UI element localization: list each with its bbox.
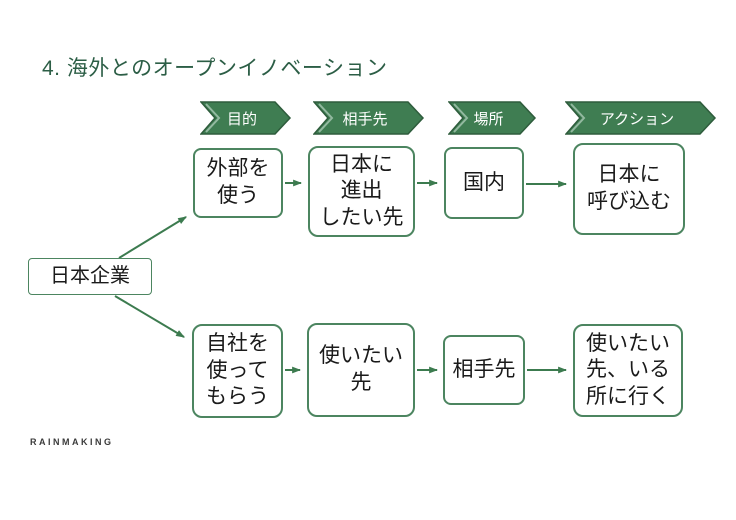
chevron-place-label: 場所 bbox=[473, 110, 504, 128]
slide-title: 4. 海外とのオープンイノベーション bbox=[42, 57, 388, 80]
chevron-partner-label: 相手先 bbox=[342, 110, 388, 128]
chevron-purpose: 目的 bbox=[200, 101, 292, 135]
chevron-action: アクション bbox=[565, 101, 717, 135]
chevron-shape-icon bbox=[200, 101, 292, 135]
chevron-place: 場所 bbox=[448, 101, 537, 135]
rainmaking-logo: RAINMAKING bbox=[30, 437, 114, 447]
box-wants-to-enter-japan: 日本に 進出 したい先 bbox=[308, 146, 415, 237]
box-domestic: 国内 bbox=[444, 147, 524, 219]
box-use-external: 外部を 使う bbox=[193, 148, 283, 218]
box-invite-to-japan: 日本に 呼び込む bbox=[573, 143, 685, 235]
box-desired-partner: 使いたい 先 bbox=[307, 323, 415, 417]
chevron-action-label: アクション bbox=[599, 110, 675, 128]
box-have-own-company-used: 自社を 使って もらう bbox=[192, 324, 283, 418]
chevron-shape-icon bbox=[448, 101, 537, 135]
chevron-shape-icon bbox=[565, 101, 717, 135]
chevron-purpose-label: 目的 bbox=[226, 110, 257, 128]
chevron-shape-icon bbox=[313, 101, 425, 135]
chevron-partner: 相手先 bbox=[313, 101, 425, 135]
box-japanese-company: 日本企業 bbox=[28, 258, 152, 295]
box-go-where-partner-is: 使いたい 先、いる 所に行く bbox=[573, 324, 683, 417]
box-partner: 相手先 bbox=[443, 335, 525, 405]
arrow-root-to-top bbox=[118, 216, 187, 259]
arrow-root-to-bottom bbox=[114, 295, 185, 338]
